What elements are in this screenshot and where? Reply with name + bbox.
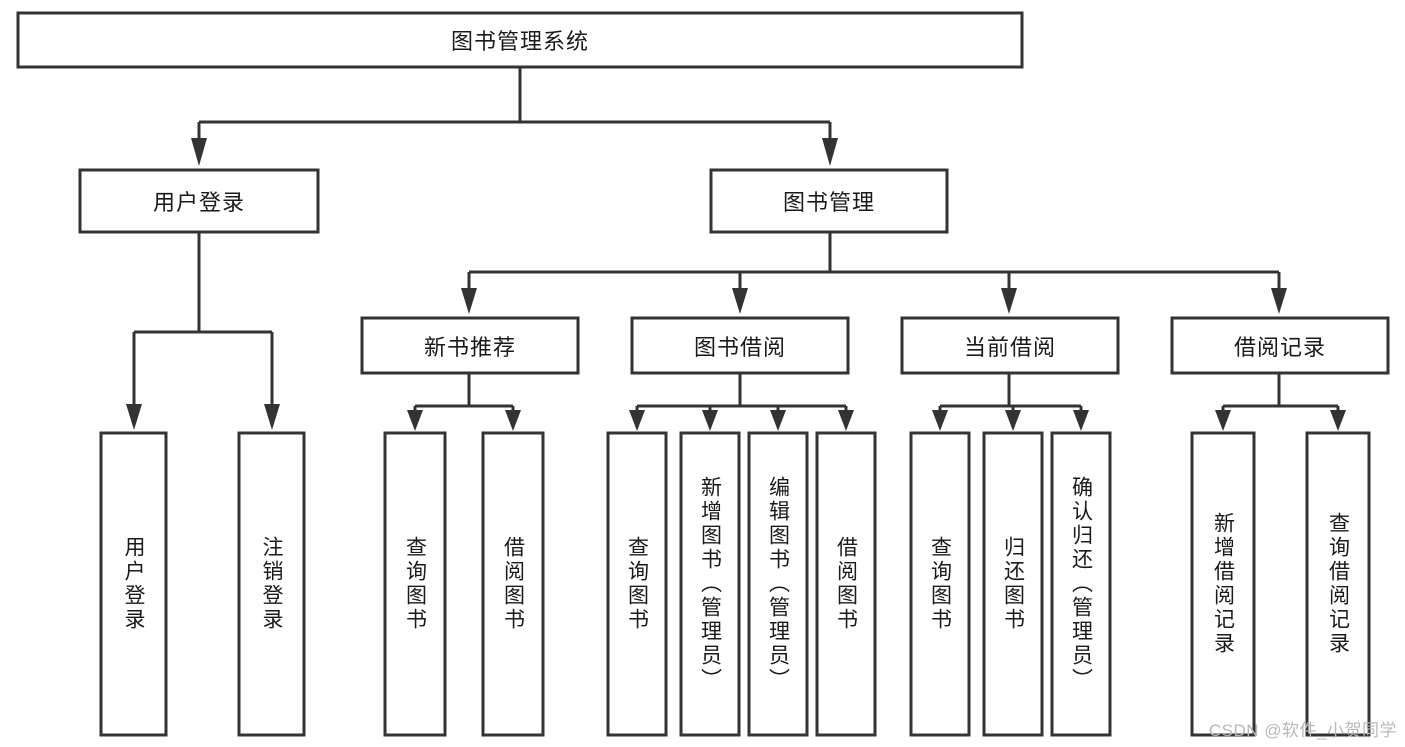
node-box-leaf-borrow-book[interactable] <box>815 431 877 737</box>
connector-group-borrow-record <box>1215 373 1346 431</box>
node-box-borrow-record[interactable] <box>1170 316 1390 375</box>
arrow-head-new-book-recommend <box>461 288 477 314</box>
node-box-leaf-logout[interactable] <box>237 431 306 737</box>
arrow-head-leaf-add-borrow-record <box>1215 410 1231 431</box>
node-box-leaf-edit-book-admin[interactable] <box>747 431 809 737</box>
node-box-user-login[interactable] <box>78 168 320 234</box>
arrow-head-leaf-borrow-book <box>838 410 854 431</box>
node-box-leaf-confirm-return-admin[interactable] <box>1050 431 1112 737</box>
arrow-head-leaf-return-book <box>1005 410 1021 431</box>
arrow-head-leaf-query-book-rec <box>407 410 423 431</box>
connector-group-new-book-recommend <box>407 373 521 431</box>
node-box-book-borrow[interactable] <box>630 316 850 375</box>
node-box-root[interactable] <box>16 11 1024 69</box>
node-box-leaf-query-book-cur[interactable] <box>909 431 971 737</box>
connector-group-current-borrow <box>932 373 1089 431</box>
arrow-head-leaf-logout <box>264 404 280 430</box>
node-box-leaf-query-book-borrow[interactable] <box>606 431 668 737</box>
arrow-head-user-login <box>191 138 207 166</box>
connector-group-book-manage <box>461 232 1287 314</box>
connector-group-root <box>191 67 838 166</box>
arrow-head-current-borrow <box>1001 288 1017 314</box>
connector-group-user-login <box>126 232 280 430</box>
node-box-leaf-add-borrow-record[interactable] <box>1190 431 1256 737</box>
node-box-leaf-borrow-book-rec[interactable] <box>481 431 545 737</box>
connector-group-book-borrow <box>629 373 854 431</box>
node-box-leaf-query-book-rec[interactable] <box>383 431 447 737</box>
arrow-head-leaf-query-book-cur <box>932 410 948 431</box>
arrow-head-borrow-record <box>1271 288 1287 314</box>
node-box-leaf-add-book-admin[interactable] <box>679 431 741 737</box>
arrow-head-leaf-query-book-borrow <box>629 410 645 431</box>
csdn-watermark: CSDN @软件_小贺同学 <box>1208 721 1397 740</box>
arrow-head-leaf-query-borrow-record <box>1330 410 1346 431</box>
node-box-book-manage[interactable] <box>709 168 949 234</box>
arrow-head-book-borrow <box>732 288 748 314</box>
node-box-new-book-recommend[interactable] <box>360 316 580 375</box>
arrow-head-leaf-edit-book-admin <box>770 410 786 431</box>
arrow-head-leaf-confirm-return-admin <box>1073 410 1089 431</box>
node-box-leaf-query-borrow-record[interactable] <box>1305 431 1371 737</box>
node-box-current-borrow[interactable] <box>900 316 1120 375</box>
node-box-leaf-return-book[interactable] <box>982 431 1044 737</box>
node-box-leaf-user-login[interactable] <box>99 431 168 737</box>
arrow-head-leaf-borrow-book-rec <box>505 410 521 431</box>
arrow-head-leaf-add-book-admin <box>702 410 718 431</box>
arrow-head-leaf-user-login <box>126 404 142 430</box>
arrow-head-book-manage <box>822 138 838 166</box>
